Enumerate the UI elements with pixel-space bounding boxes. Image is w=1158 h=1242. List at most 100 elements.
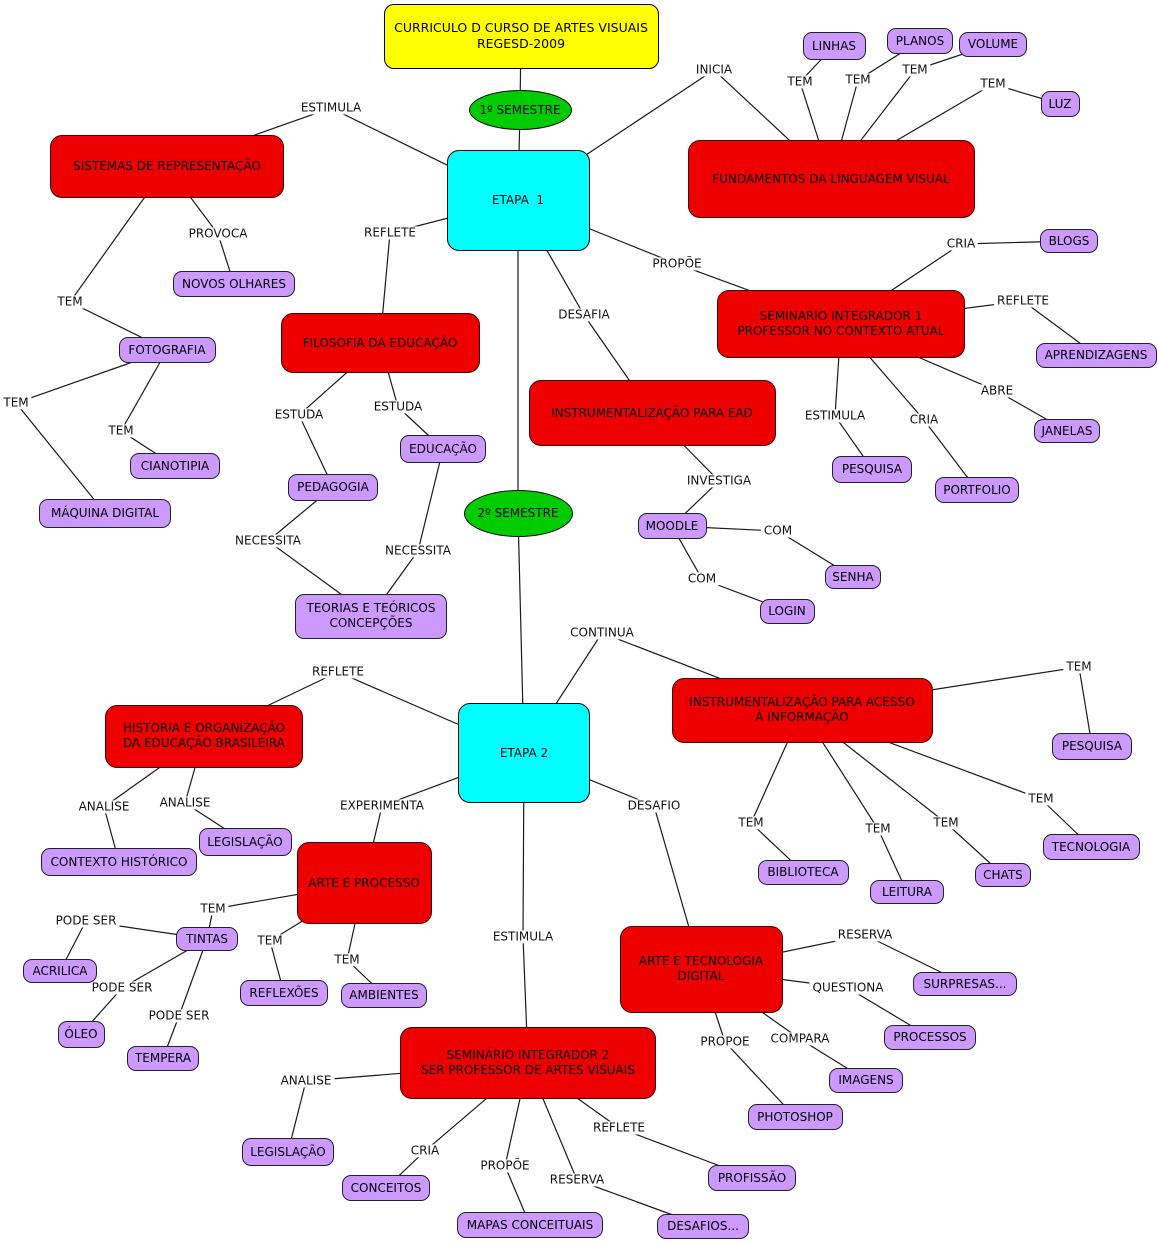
- node-chats[interactable]: CHATS: [975, 863, 1031, 887]
- edge-line-educacao-teorias-teoricos: [370, 448, 444, 617]
- edge-label-etapa-2-arte-tecnologia-digital: DESAFIO: [624, 799, 684, 813]
- edge-label-sistemas-representacao-fotografia: TEM: [54, 295, 86, 309]
- edge-label-filosofia-educacao-educacao: ESTUDA: [370, 400, 426, 414]
- edge-label-educacao-teorias-teoricos: NECESSITA: [382, 544, 454, 558]
- edge-line-fotografia-maquina-digital: [14, 349, 168, 514]
- node-semestre-1[interactable]: 1º SEMESTRE: [468, 90, 572, 130]
- node-historia-organizacao[interactable]: HISTORIA E ORGANIZAÇÃO DA EDUCAÇÃO BRASI…: [105, 704, 303, 768]
- node-etapa-2[interactable]: ETAPA 2: [458, 703, 590, 803]
- node-educacao[interactable]: EDUCAÇÃO: [400, 435, 486, 463]
- node-portfolio[interactable]: PORTFOLIO: [935, 477, 1019, 503]
- edge-label-seminario-integrador-1-pesquisa-1: ESTIMULA: [801, 409, 869, 423]
- node-sistemas-representacao[interactable]: SISTEMAS DE REPRESENTAÇÃO: [50, 134, 284, 198]
- node-biblioteca[interactable]: BIBLIOTECA: [757, 859, 849, 885]
- node-pesquisa-2[interactable]: PESQUISA: [1052, 732, 1132, 760]
- edge-label-etapa-2-arte-processo: EXPERIMENTA: [336, 799, 428, 813]
- edge-label-instrumentalizacao-acesso-biblioteca: TEM: [735, 816, 767, 830]
- edge-label-historia-organizacao-contexto-historico: ANALISE: [75, 800, 133, 814]
- node-aprendizagens[interactable]: APRENDIZAGENS: [1035, 342, 1157, 368]
- edge-label-tintas-oleo: PODE SER: [88, 981, 156, 995]
- edge-label-arte-tecnologia-digital-surpresas: RESERVA: [834, 928, 896, 942]
- edge-label-fundamentos-linguagem-volume: TEM: [899, 63, 931, 77]
- edge-label-moodle-senha: COM: [760, 524, 796, 538]
- node-volume[interactable]: VOLUME: [959, 31, 1027, 57]
- edge-label-seminario-integrador-1-aprendizagens: REFLETE: [993, 294, 1053, 308]
- node-arte-tecnologia-digital[interactable]: ARTE E TECNOLOGIA DIGITAL: [619, 925, 783, 1013]
- node-novos-olhares[interactable]: NOVOS OLHARES: [173, 271, 295, 297]
- node-leitura[interactable]: LEITURA: [870, 880, 944, 904]
- node-acrilica[interactable]: ACRILICA: [23, 959, 97, 983]
- edge-label-etapa-1-sistemas-representacao: ESTIMULA: [297, 101, 365, 115]
- edge-label-arte-tecnologia-digital-photoshop: PROPOE: [697, 1035, 753, 1049]
- node-fundamentos-linguagem[interactable]: FUNDAMENTOS DA LINGUAGEM VISUAL: [687, 140, 975, 218]
- edge-label-seminario-integrador-1-blogs: CRIA: [943, 237, 979, 251]
- node-semestre-2[interactable]: 2º SEMESTRE: [463, 489, 573, 537]
- node-luz[interactable]: LUZ: [1040, 91, 1080, 117]
- node-legislacao-2[interactable]: LEGISLAÇÃO: [242, 1138, 334, 1166]
- node-seminario-integrador-2[interactable]: SEMINÁRIO INTEGRADOR 2 SER PROFESSOR DE …: [400, 1027, 656, 1099]
- node-janelas[interactable]: JANELAS: [1034, 419, 1100, 443]
- node-photoshop[interactable]: PHOTOSHOP: [747, 1104, 843, 1130]
- node-reflexoes[interactable]: REFLEXÕES: [240, 980, 328, 1006]
- node-curriculo[interactable]: CURRICULO D CURSO DE ARTES VISUAIS REGES…: [383, 3, 659, 69]
- node-instrumentalizacao-acesso[interactable]: INSTRUMENTALIZAÇÃO PARA ACESSO À INFORMA…: [671, 677, 933, 743]
- edge-label-seminario-integrador-2-conceitos: CRIA: [407, 1144, 443, 1158]
- edge-label-seminario-integrador-2-mapas-conceituais: PROPÕE: [477, 1159, 533, 1173]
- node-pedagogia[interactable]: PEDAGOGIA: [288, 473, 378, 501]
- edge-label-pedagogia-teorias-teoricos: NECESSITA: [232, 534, 304, 548]
- node-imagens[interactable]: IMAGENS: [829, 1067, 903, 1093]
- node-login[interactable]: LOGIN: [759, 598, 815, 624]
- edge-label-arte-processo-ambientes: TEM: [331, 953, 363, 967]
- node-maquina-digital[interactable]: MÁQUINA DIGITAL: [39, 498, 171, 528]
- edge-label-etapa-2-instrumentalizacao-acesso: CONTINUA: [567, 626, 637, 640]
- node-legislacao-1[interactable]: LEGISLAÇÃO: [198, 828, 292, 856]
- node-surpresas[interactable]: SURPRESAS...: [913, 972, 1017, 996]
- node-oleo[interactable]: ÓLEO: [57, 1020, 105, 1048]
- edge-label-arte-tecnologia-digital-imagens: COMPARA: [767, 1032, 833, 1046]
- node-seminario-integrador-1[interactable]: SEMINARIO INTEGRADOR 1 PROFESSOR NO CONT…: [717, 290, 965, 358]
- edge-label-etapa-2-historia-organizacao: REFLETE: [308, 665, 368, 679]
- node-blogs[interactable]: BLOGS: [1040, 229, 1098, 253]
- node-tempera[interactable]: TEMPERA: [127, 1045, 199, 1071]
- node-cianotipia[interactable]: CIANOTIPIA: [130, 453, 220, 479]
- node-fotografia[interactable]: FOTOGRAFIA: [118, 337, 216, 363]
- node-etapa-1[interactable]: ETAPA 1: [446, 149, 590, 251]
- edge-label-seminario-integrador-1-portfolio: CRIA: [906, 413, 942, 427]
- node-moodle[interactable]: MOODLE: [637, 513, 707, 539]
- edge-label-historia-organizacao-legislacao-1: ANALISE: [156, 796, 214, 810]
- node-tintas[interactable]: TINTAS: [176, 927, 238, 951]
- node-planos[interactable]: PLANOS: [887, 28, 953, 54]
- edge-label-tintas-tempera: PODE SER: [145, 1009, 213, 1023]
- edge-label-fotografia-maquina-digital: TEM: [0, 396, 32, 410]
- edge-label-arte-processo-tintas: TEM: [197, 902, 229, 916]
- node-desafios[interactable]: DESAFIOS...: [657, 1213, 749, 1239]
- node-profissao[interactable]: PROFISSÃO: [708, 1165, 796, 1191]
- node-instrumentalizacao-ead[interactable]: INSTRUMENTALIZAÇÃO PARA EAD: [528, 380, 776, 446]
- edge-label-etapa-1-instrumentalizacao-ead: DESAFIA: [555, 308, 613, 322]
- edge-label-moodle-login: COM: [684, 572, 720, 586]
- node-ambientes[interactable]: AMBIENTES: [341, 982, 427, 1008]
- node-arte-processo[interactable]: ARTE E PROCESSO: [296, 842, 432, 924]
- node-contexto-historico[interactable]: CONTEXTO HISTÓRICO: [41, 848, 197, 876]
- edge-label-seminario-integrador-2-desafios: RESERVA: [546, 1173, 608, 1187]
- node-pesquisa-1[interactable]: PESQUISA: [832, 455, 912, 483]
- edge-label-seminario-integrador-2-legislacao-2: ANALISE: [277, 1074, 335, 1088]
- node-linhas[interactable]: LINHAS: [802, 32, 866, 60]
- edge-label-seminario-integrador-2-profissao: REFLETE: [589, 1121, 649, 1135]
- node-senha[interactable]: SENHA: [825, 565, 881, 589]
- edge-label-etapa-2-seminario-integrador-2: ESTIMULA: [489, 930, 557, 944]
- edge-label-etapa-1-seminario-integrador-1: PROPÕE: [649, 257, 705, 271]
- edge-label-fundamentos-linguagem-planos: TEM: [842, 73, 874, 87]
- node-teorias-teoricos[interactable]: TEORIAS E TEÓRICOS CONCEPÇÕES: [295, 593, 447, 639]
- edge-label-instrumentalizacao-acesso-leitura: TEM: [862, 822, 894, 836]
- edge-label-seminario-integrador-1-janelas: ABRE: [977, 384, 1017, 398]
- node-tecnologia[interactable]: TECNOLOGIA: [1042, 834, 1140, 860]
- node-processos[interactable]: PROCESSOS: [884, 1024, 976, 1050]
- edge-label-fundamentos-linguagem-luz: TEM: [977, 77, 1009, 91]
- node-mapas-conceituais[interactable]: MAPAS CONCEITUAIS: [457, 1212, 603, 1238]
- node-filosofia-educacao[interactable]: FILOSOFIA DA EDUCAÇÃO: [280, 313, 480, 373]
- edge-label-instrumentalizacao-acesso-tecnologia: TEM: [1025, 792, 1057, 806]
- node-conceitos[interactable]: CONCEITOS: [342, 1175, 430, 1201]
- edge-label-etapa-1-fundamentos-linguagem: INICIA: [692, 63, 736, 77]
- edge-label-instrumentalizacao-ead-moodle: INVESTIGA: [683, 474, 755, 488]
